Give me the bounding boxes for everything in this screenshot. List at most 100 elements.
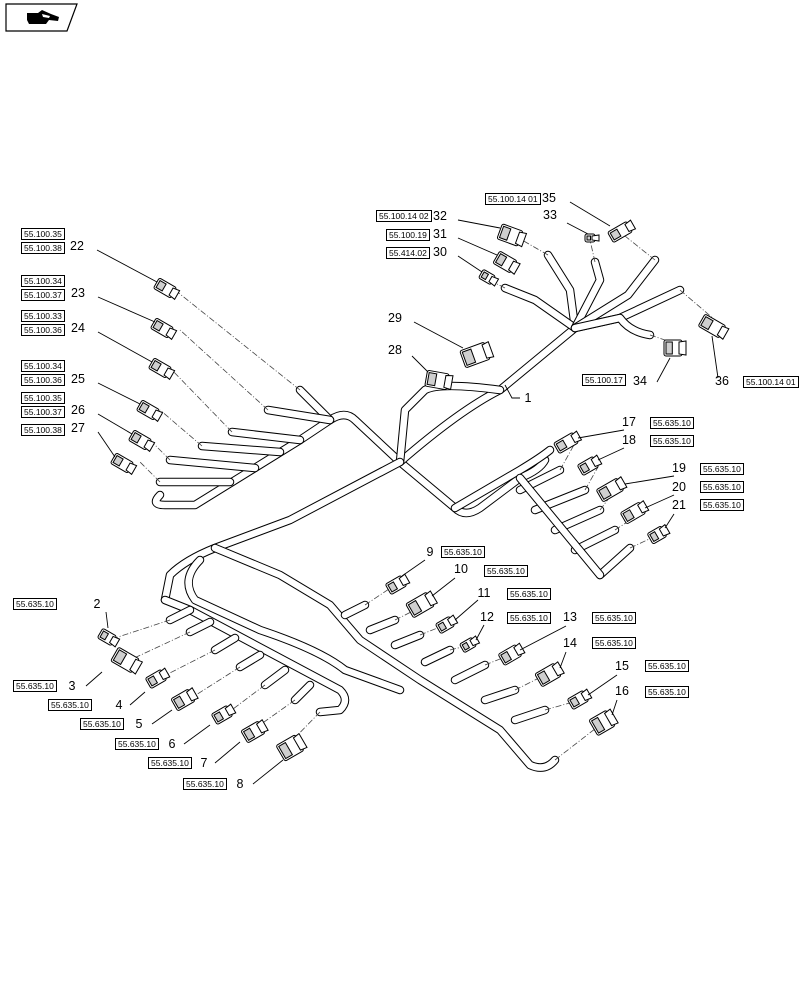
reference-link[interactable]: 55.635.10 (700, 481, 744, 493)
reference-link[interactable]: 55.635.10 (592, 637, 636, 649)
callout-33[interactable]: 33 (543, 208, 557, 222)
reference-link[interactable]: 55.635.10 (507, 588, 551, 600)
callout-11[interactable]: 11 (478, 586, 491, 600)
connector-2[interactable] (97, 628, 121, 648)
connector-32[interactable] (496, 223, 528, 248)
reference-link[interactable]: 55.635.10 (13, 598, 57, 610)
connector-15[interactable] (567, 688, 593, 710)
reference-link[interactable]: 55.635.10 (115, 738, 159, 750)
reference-link[interactable]: 55.635.10 (645, 686, 689, 698)
callout-32[interactable]: 32 (433, 209, 447, 223)
connector-29[interactable] (459, 340, 495, 368)
connector-16[interactable] (589, 708, 619, 736)
connector-13[interactable] (498, 642, 526, 666)
callout-7[interactable]: 7 (201, 756, 208, 770)
callout-16[interactable]: 16 (615, 684, 629, 698)
connector-26[interactable] (128, 430, 156, 453)
callout-3[interactable]: 3 (69, 679, 76, 693)
connector-23[interactable] (150, 318, 178, 341)
callout-14[interactable]: 14 (563, 636, 577, 650)
reference-link[interactable]: 55.635.10 (80, 718, 124, 730)
callout-36[interactable]: 36 (715, 374, 729, 388)
connector-36[interactable] (698, 314, 730, 340)
reference-link[interactable]: 55.635.10 (592, 612, 636, 624)
connector-31[interactable] (493, 251, 521, 275)
reference-link[interactable]: 55.635.10 (650, 417, 694, 429)
connector-24[interactable] (148, 358, 176, 381)
reference-link[interactable]: 55.100.38 (21, 424, 65, 436)
reference-link[interactable]: 55.100.34 (21, 275, 65, 287)
reference-link[interactable]: 55.100.33 (21, 310, 65, 322)
callout-12[interactable]: 12 (480, 610, 494, 624)
callout-24[interactable]: 24 (71, 321, 85, 335)
callout-17[interactable]: 17 (622, 415, 636, 429)
callout-20[interactable]: 20 (672, 480, 686, 494)
reference-link[interactable]: 55.100.19 (386, 229, 430, 241)
connector-28[interactable] (424, 370, 454, 391)
callout-19[interactable]: 19 (672, 461, 686, 475)
callout-29[interactable]: 29 (388, 311, 402, 325)
reference-link[interactable]: 55.635.10 (441, 546, 485, 558)
callout-23[interactable]: 23 (71, 286, 85, 300)
callout-26[interactable]: 26 (71, 403, 85, 417)
connector-9[interactable] (385, 573, 411, 595)
reference-link[interactable]: 55.635.10 (507, 612, 551, 624)
callout-8[interactable]: 8 (237, 777, 244, 791)
connector-4[interactable] (145, 667, 171, 689)
callout-21[interactable]: 21 (672, 498, 686, 512)
reference-link[interactable]: 55.414.02 (386, 247, 430, 259)
callout-1[interactable]: 1 (525, 391, 532, 405)
callout-30[interactable]: 30 (433, 245, 447, 259)
callout-34[interactable]: 34 (633, 374, 647, 388)
connector-33[interactable] (584, 233, 600, 243)
callout-18[interactable]: 18 (622, 433, 636, 447)
reference-link[interactable]: 55.100.37 (21, 406, 65, 418)
reference-link[interactable]: 55.635.10 (650, 435, 694, 447)
reference-link[interactable]: 55.100.37 (21, 289, 65, 301)
reference-link[interactable]: 55.635.10 (148, 757, 192, 769)
connector-6[interactable] (211, 703, 237, 725)
callout-31[interactable]: 31 (433, 227, 447, 241)
connector-21[interactable] (647, 523, 671, 544)
connector-14[interactable] (534, 661, 565, 687)
connector-19[interactable] (596, 476, 628, 502)
reference-link[interactable]: 55.635.10 (700, 463, 744, 475)
reference-link[interactable]: 55.635.10 (700, 499, 744, 511)
reference-link[interactable]: 55.635.10 (484, 565, 528, 577)
connector-18[interactable] (577, 454, 603, 476)
reference-link[interactable]: 55.635.10 (48, 699, 92, 711)
reference-link[interactable]: 55.635.10 (183, 778, 227, 790)
reference-link[interactable]: 55.100.14 01 (743, 376, 799, 388)
reference-link[interactable]: 55.100.35 (21, 228, 65, 240)
connector-30[interactable] (478, 269, 500, 287)
reference-link[interactable]: 55.635.10 (13, 680, 57, 692)
connector-22[interactable] (153, 278, 181, 301)
connector-25[interactable] (136, 400, 164, 423)
callout-25[interactable]: 25 (71, 372, 85, 386)
reference-link[interactable]: 55.100.36 (21, 374, 65, 386)
callout-5[interactable]: 5 (136, 717, 143, 731)
callout-28[interactable]: 28 (388, 343, 402, 357)
callout-6[interactable]: 6 (169, 737, 176, 751)
connector-20[interactable] (620, 499, 650, 524)
connector-12[interactable] (459, 635, 481, 653)
reference-link[interactable]: 55.100.38 (21, 242, 65, 254)
callout-13[interactable]: 13 (563, 610, 577, 624)
callout-22[interactable]: 22 (70, 239, 84, 253)
callout-4[interactable]: 4 (116, 698, 123, 712)
reference-link[interactable]: 55.635.10 (645, 660, 689, 672)
connector-17[interactable] (553, 430, 583, 454)
reference-link[interactable]: 55.100.35 (21, 392, 65, 404)
reference-link[interactable]: 55.100.14 02 (376, 210, 432, 222)
reference-link[interactable]: 55.100.14 01 (485, 193, 541, 205)
connector-3[interactable] (110, 647, 144, 675)
callout-10[interactable]: 10 (454, 562, 468, 576)
connector-27[interactable] (110, 453, 138, 476)
connector-5[interactable] (171, 687, 199, 711)
callout-35[interactable]: 35 (542, 191, 556, 205)
callout-2[interactable]: 2 (94, 597, 101, 611)
connector-11[interactable] (435, 614, 459, 634)
navigation-tab[interactable] (5, 3, 79, 33)
connector-10[interactable] (405, 590, 439, 618)
reference-link[interactable]: 55.100.17 (582, 374, 626, 386)
